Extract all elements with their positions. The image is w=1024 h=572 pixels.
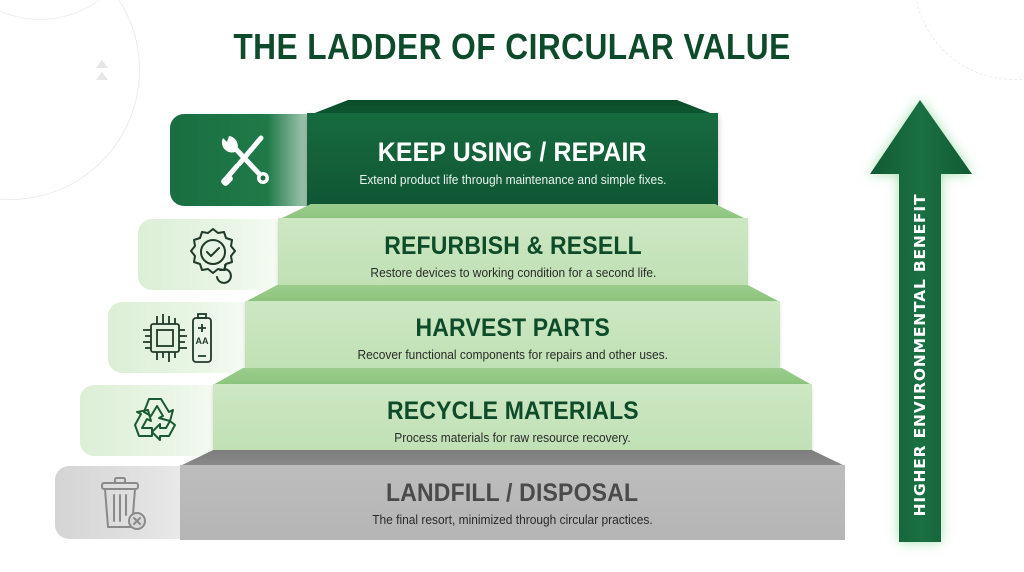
wrench-screwdriver-icon — [221, 135, 269, 186]
page-title: THE LADDER OF CIRCULAR VALUE — [233, 26, 791, 67]
step-face: LANDFILL / DISPOSAL The final resort, mi… — [180, 465, 845, 540]
step-description: Extend product life through maintenance … — [358, 171, 667, 187]
step-description: Process materials for raw resource recov… — [394, 429, 631, 445]
step-top-bevel — [245, 285, 780, 302]
step-face: HARVEST PARTS Recover functional compone… — [245, 301, 780, 375]
step-face: KEEP USING / REPAIR Extend product life … — [307, 113, 718, 210]
background-decoration — [0, 0, 140, 20]
recycle-icon — [134, 397, 176, 441]
step-top-bevel — [180, 450, 845, 466]
trash-bin-x-icon — [101, 476, 146, 530]
step-description: Recover functional components for repair… — [357, 347, 668, 362]
step-title: RECYCLE MATERIALS — [386, 396, 639, 425]
step-description: Restore devices to working condition for… — [370, 264, 656, 280]
step-face: REFURBISH & RESELL Restore devices to wo… — [278, 218, 748, 293]
battery-label: AA — [196, 336, 209, 346]
step-title: REFURBISH & RESELL — [384, 231, 642, 260]
triangle-decoration-icon — [96, 72, 108, 80]
step-face: RECYCLE MATERIALS Process materials for … — [213, 384, 812, 457]
step-icon-tab — [80, 385, 230, 456]
step-title: HARVEST PARTS — [415, 314, 610, 342]
step-description: The final resort, minimized through circ… — [372, 511, 653, 527]
step-top-bevel — [213, 368, 812, 385]
step-top-bevel — [307, 100, 718, 116]
chip-battery-icon: AA — [143, 312, 212, 363]
arrow-label: HIGHER ENVIRONMENTAL BENEFIT — [911, 193, 929, 517]
step-title: LANDFILL / DISPOSAL — [386, 478, 639, 507]
step-icon-tab: AA — [108, 302, 258, 373]
badge-check-refresh-icon — [190, 227, 236, 284]
step-icon-tab — [170, 114, 320, 206]
step-icon-tab — [138, 219, 288, 290]
up-arrow-icon — [870, 100, 972, 542]
step-title: KEEP USING / REPAIR — [378, 136, 647, 167]
step-icon-tab — [55, 466, 195, 539]
step-top-bevel — [278, 204, 748, 220]
